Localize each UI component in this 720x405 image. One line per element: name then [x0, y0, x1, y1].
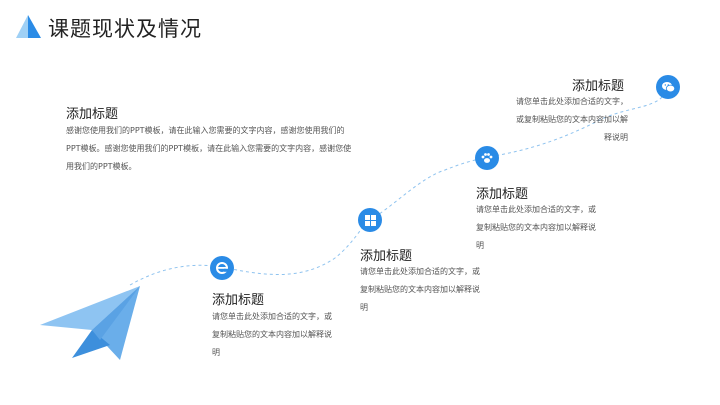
step-3-heading: 添加标题: [476, 187, 529, 202]
page-title: 课题现状及情况: [48, 17, 202, 41]
intro-body: 感谢您使用我们的PPT模板，请在此输入您需要的文字内容，感谢您使用我们的PPT模…: [66, 126, 352, 171]
step-3-body: 请您单击此处添加合适的文字，或复制粘贴您的文本内容加以解释说明: [476, 205, 596, 250]
step-4-node: [656, 75, 680, 99]
step-1-body: 请您单击此处添加合适的文字，或复制粘贴您的文本内容加以解释说明: [212, 312, 332, 357]
paper-plane-icon: [40, 286, 140, 360]
windows-icon: [364, 214, 376, 226]
intro-heading: 添加标题: [66, 107, 119, 122]
step-2-body: 请您单击此处添加合适的文字，或复制粘贴您的文本内容加以解释说明: [360, 267, 480, 312]
step-4-heading: 添加标题: [572, 79, 625, 94]
step-4-body: 请您单击此处添加合适的文字，或复制粘贴您的文本内容加以解释说明: [516, 97, 628, 142]
title-triangle-icon: [16, 15, 41, 38]
internet-explorer-icon: [216, 262, 228, 274]
step-2-node: [358, 208, 382, 232]
step-1-node: [210, 256, 234, 280]
wechat-icon: [661, 82, 675, 93]
paw-icon: [481, 153, 493, 163]
step-3-node: [475, 146, 499, 170]
step-2-heading: 添加标题: [360, 249, 413, 264]
step-1-heading: 添加标题: [212, 293, 265, 308]
